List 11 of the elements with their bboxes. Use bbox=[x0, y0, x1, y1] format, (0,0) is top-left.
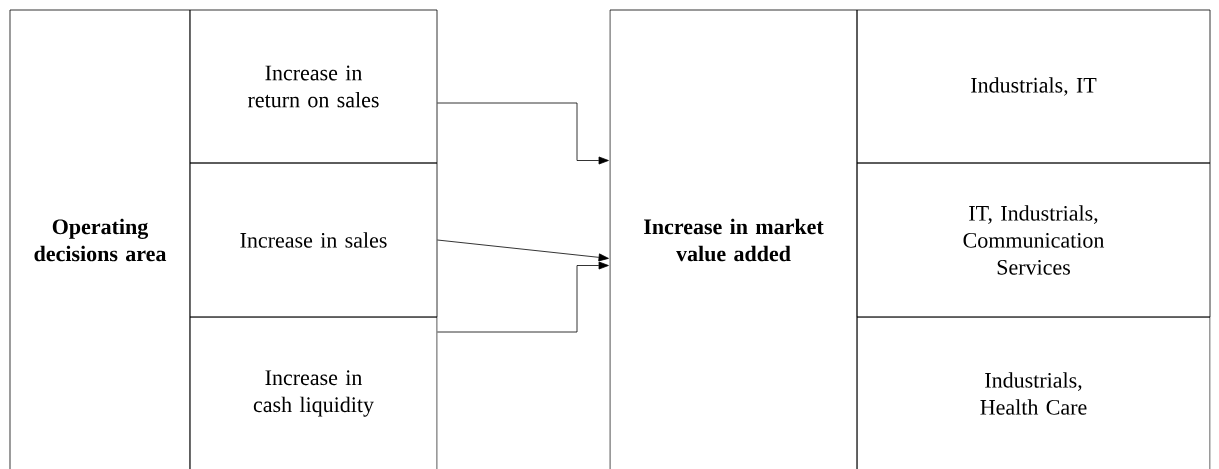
factor-box: Increase in return on sales bbox=[189, 9, 438, 164]
arrow bbox=[437, 239, 609, 262]
factor-box: Increase in sales bbox=[189, 162, 438, 318]
arrow bbox=[437, 102, 609, 165]
sector-box: IT, Industrials, Communication Services bbox=[856, 162, 1211, 318]
outcome-box: Increase in market value added bbox=[609, 9, 858, 469]
area-box: Operating decisions area bbox=[9, 9, 191, 469]
sector-box: Industrials, Health Care bbox=[856, 316, 1211, 469]
factor-box: Increase in cash liquidity bbox=[189, 316, 438, 469]
arrow bbox=[437, 261, 609, 333]
sector-box: Industrials, IT bbox=[856, 9, 1211, 164]
